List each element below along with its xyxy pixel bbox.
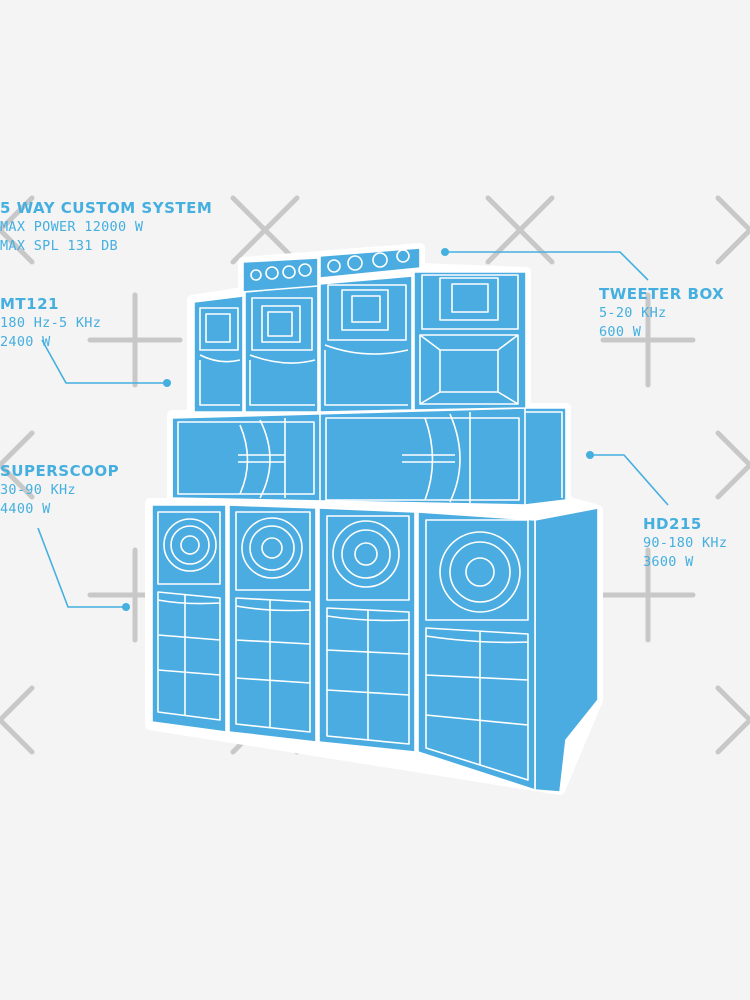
label-superscoop-range: 30-90 KHz — [0, 482, 76, 498]
label-tweeter-power: 600 W — [599, 324, 642, 340]
label-tweeter: TWEETER BOX 5-20 KHz 600 W — [599, 285, 724, 342]
hd215-box-1 — [151, 504, 227, 733]
tweeter-box-left — [242, 257, 319, 293]
label-mt121-range: 180 Hz-5 KHz — [0, 315, 102, 331]
callout-dots — [122, 248, 594, 611]
label-hd215-title: HD215 — [643, 515, 702, 533]
watermark-x — [0, 685, 35, 755]
label-superscoop-title: SUPERSCOOP — [0, 462, 120, 480]
mt121-box-3 — [319, 275, 413, 413]
label-system-spl: MAX SPL 131 DB — [0, 238, 118, 254]
watermark-x — [715, 685, 750, 755]
leader-tweeter — [445, 251, 649, 281]
watermark-plus — [600, 292, 696, 388]
dot-hd215 — [586, 451, 594, 459]
tweeter-box-right — [319, 247, 421, 279]
dot-mt121 — [163, 379, 171, 387]
hd215-box-3 — [318, 507, 416, 753]
dot-tweeter — [441, 248, 449, 256]
label-hd215-range: 90-180 KHz — [643, 535, 728, 551]
label-system: 5 WAY CUSTOM SYSTEM MAX POWER 12000 W MA… — [0, 199, 212, 256]
speaker-stack — [145, 243, 603, 795]
label-mt121: MT121 180 Hz-5 KHz 2400 W — [0, 295, 101, 352]
watermark-x — [0, 195, 35, 265]
label-tweeter-range: 5-20 KHz — [599, 305, 667, 321]
leader-hd215 — [590, 454, 669, 506]
watermark-x — [715, 195, 750, 265]
superscoop-box — [171, 407, 567, 506]
label-superscoop-power: 4400 W — [0, 501, 51, 517]
leader-mt121 — [41, 339, 167, 384]
callout-lines — [37, 251, 669, 608]
watermark-plus — [87, 292, 183, 388]
label-superscoop: SUPERSCOOP 30-90 KHz 4400 W — [0, 462, 119, 519]
hd215-box-4 — [417, 511, 536, 791]
label-system-title: 5 WAY CUSTOM SYSTEM — [0, 199, 213, 217]
leader-superscoop — [37, 527, 126, 608]
mt121-box-1 — [193, 295, 244, 413]
label-mt121-title: MT121 — [0, 295, 59, 313]
label-tweeter-title: TWEETER BOX — [599, 285, 725, 303]
label-hd215: HD215 90-180 KHz 3600 W — [643, 515, 727, 572]
watermark-x — [715, 430, 750, 500]
dot-superscoop — [122, 603, 130, 611]
watermark-plus — [600, 547, 696, 643]
label-hd215-power: 3600 W — [643, 554, 694, 570]
label-mt121-power: 2400 W — [0, 334, 51, 350]
tweeter-mid-box — [413, 271, 527, 411]
watermark-x — [230, 195, 300, 265]
label-system-power: MAX POWER 12000 W — [0, 219, 144, 235]
hd215-box-2 — [228, 504, 317, 743]
mt121-box-2 — [244, 284, 319, 413]
watermark-x — [0, 430, 35, 500]
